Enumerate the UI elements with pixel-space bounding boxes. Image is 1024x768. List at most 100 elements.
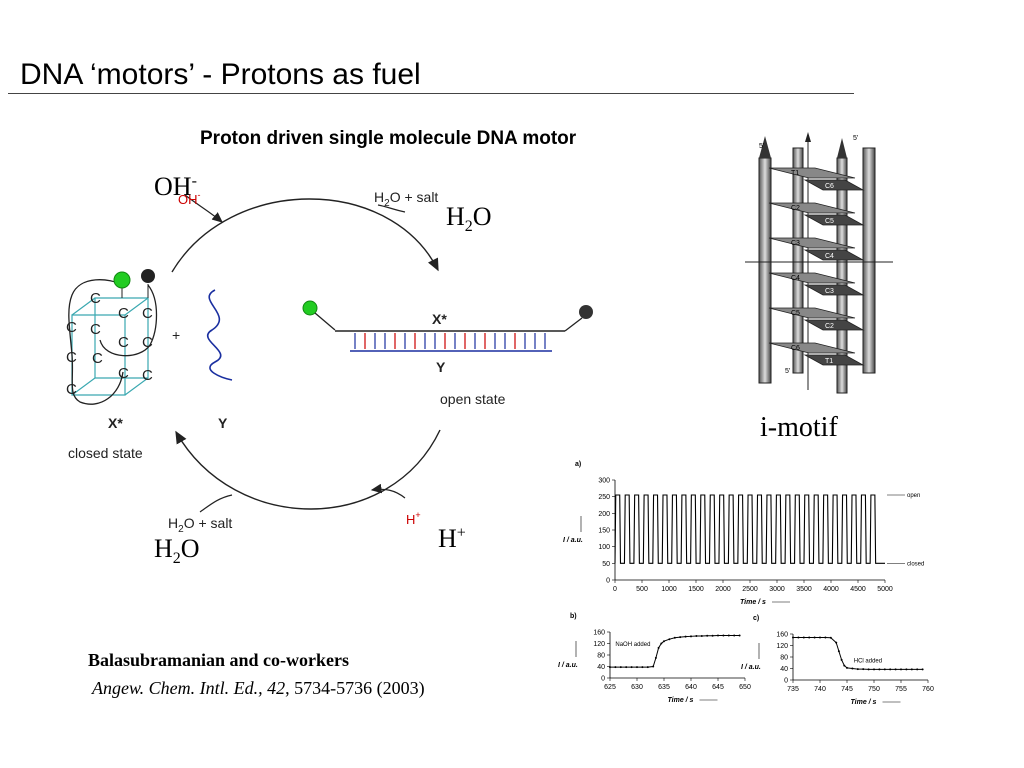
data-point — [829, 636, 832, 639]
data-point — [717, 634, 719, 637]
x-tick-label: 745 — [841, 686, 853, 693]
y-tick-label: 50 — [602, 561, 610, 568]
y-tick-label: 0 — [784, 678, 788, 685]
data-point — [663, 640, 665, 643]
data-point — [808, 636, 811, 639]
c-base: C — [92, 350, 103, 367]
plus-sign: + — [172, 327, 180, 343]
data-point — [802, 636, 805, 639]
x-axis-label: Time / s — [851, 699, 877, 706]
c-base: C — [66, 349, 77, 366]
h-small-label: H+ — [406, 510, 421, 527]
closed-state-c-labels: C C C C C C C C C C C C — [66, 290, 153, 398]
imotif-pair-label: C3 — [825, 288, 834, 295]
imotif-pair-label: T1 — [791, 170, 799, 177]
imotif-base-plates — [768, 167, 865, 366]
imotif-pair-label: C6 — [791, 345, 800, 352]
data-point — [840, 658, 843, 661]
imotif-label: i-motif — [760, 412, 838, 443]
data-point — [851, 667, 854, 670]
x-tick-label: 760 — [922, 686, 934, 693]
data-point — [883, 668, 886, 671]
h-overlay-label: H+ — [438, 524, 466, 553]
data-point — [654, 656, 657, 659]
title-divider — [8, 93, 854, 94]
open-annotation: open — [907, 493, 920, 499]
x-tick-label: 500 — [636, 586, 648, 593]
y-label-right: Y — [436, 359, 446, 375]
citation-journal: Angew. Chem. Intl. Ed., 42 — [92, 678, 286, 698]
data-point — [625, 666, 628, 669]
data-point — [700, 635, 703, 638]
x-tick-label: 625 — [604, 684, 616, 691]
data-point — [856, 668, 859, 671]
data-point — [722, 634, 725, 637]
lower-cycle-arrow — [175, 429, 441, 510]
data-point — [690, 635, 692, 638]
data-point — [614, 666, 617, 669]
data-point — [657, 646, 660, 649]
data-point — [873, 668, 875, 671]
citation-reference: Angew. Chem. Intl. Ed., 42, 5734-5736 (2… — [92, 678, 425, 699]
base-pair-ticks — [354, 333, 546, 349]
x-axis-label: Time / s — [740, 599, 766, 606]
data-point — [668, 638, 671, 641]
data-point — [867, 668, 870, 671]
five-prime-label: 5' — [853, 135, 858, 142]
oh-input-arrow — [184, 194, 223, 223]
oh-small-label: OH- — [178, 190, 201, 207]
imotif-pair-label: C2 — [791, 205, 800, 212]
closed-state-structure — [71, 297, 149, 396]
c-base: C — [118, 305, 129, 322]
quencher-ball-open — [579, 305, 593, 319]
x-tick-label: 645 — [712, 684, 724, 691]
upper-cycle-arrow — [171, 198, 439, 273]
data-point — [652, 665, 655, 668]
data-point — [878, 668, 881, 671]
c-base: C — [90, 321, 101, 338]
y-tick-label: 80 — [597, 653, 605, 660]
closed-annotation: closed — [907, 561, 924, 567]
c-base: C — [142, 334, 153, 351]
data-point — [619, 666, 622, 669]
y-tick-label: 200 — [598, 511, 610, 518]
data-point — [843, 664, 846, 667]
event-annotation: NaOH added — [615, 642, 650, 648]
x-tick-label: 1500 — [688, 586, 704, 593]
h2o-overlay-bottom: H2O — [154, 534, 200, 568]
data-point — [910, 668, 913, 671]
data-point — [900, 668, 902, 671]
backbone-rod — [758, 157, 772, 384]
x-tick-label: 750 — [868, 686, 880, 693]
data-point — [684, 635, 687, 638]
data-point — [641, 666, 644, 669]
data-point — [695, 635, 698, 638]
cycle-trace — [614, 494, 885, 564]
data-point — [813, 636, 816, 639]
slide-title: DNA ‘motors’ - Protons as fuel — [20, 58, 421, 91]
x-tick-label: 740 — [814, 686, 826, 693]
data-point — [846, 666, 848, 669]
data-line — [793, 636, 923, 670]
data-point — [835, 641, 838, 644]
closed-state-backbone — [68, 279, 158, 405]
x-tick-label: 5000 — [877, 586, 893, 593]
y-tick-label: 0 — [606, 578, 610, 585]
data-point — [819, 636, 821, 639]
green-fluorophore-open — [302, 300, 318, 316]
x-tick-label: 755 — [895, 686, 907, 693]
y-tick-label: 40 — [597, 664, 605, 671]
y-tick-label: 150 — [598, 528, 610, 535]
imotif-pair-label: C3 — [791, 240, 800, 247]
imotif-pair-label: C4 — [791, 275, 800, 282]
x-tick-label: 1000 — [661, 586, 677, 593]
data-line — [610, 634, 740, 668]
panel-label: b) — [570, 613, 577, 620]
c-base: C — [66, 319, 77, 336]
x-tick-label: 640 — [685, 684, 697, 691]
data-point — [921, 668, 924, 671]
open-state-label: open state — [440, 391, 506, 407]
y-tick-label: 250 — [598, 494, 610, 501]
